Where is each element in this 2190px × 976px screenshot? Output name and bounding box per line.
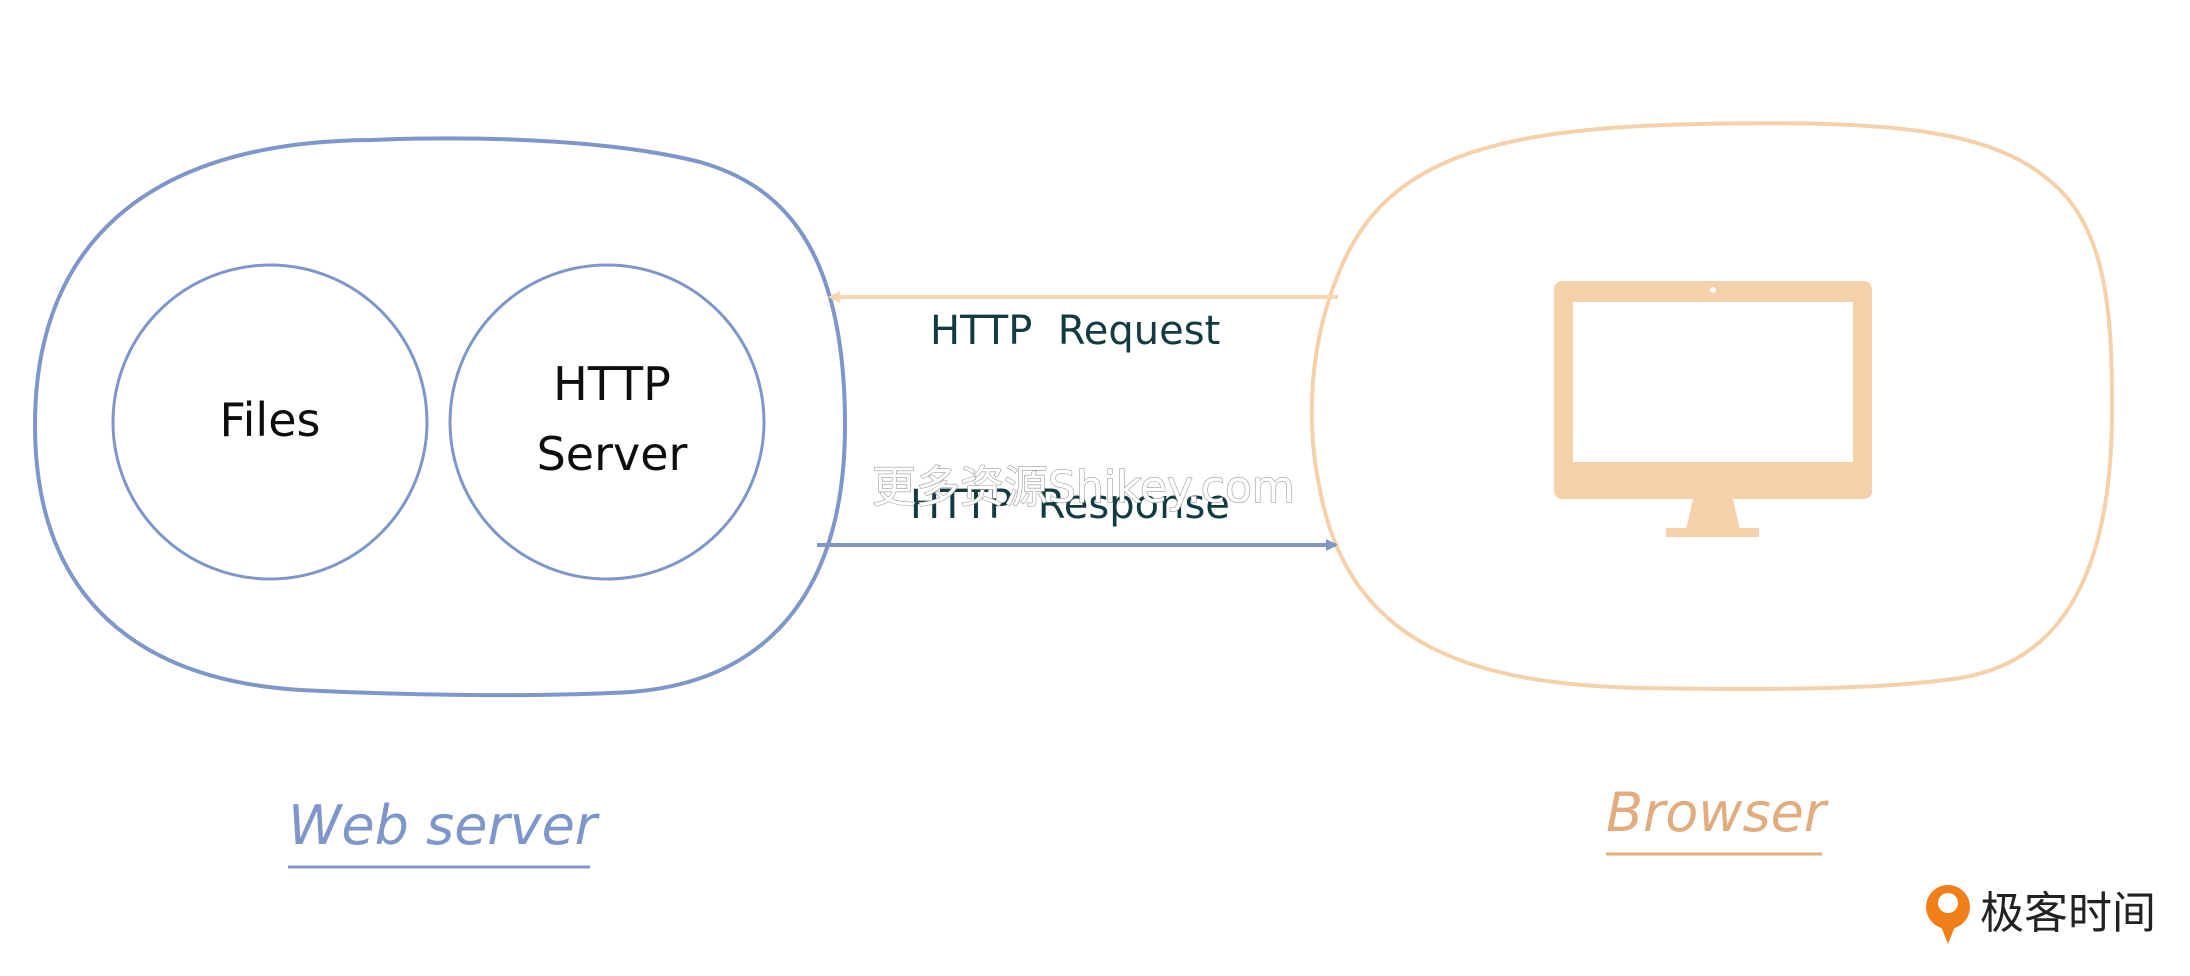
http-server-circle	[448, 263, 766, 581]
browser-caption: Browser	[1606, 781, 1829, 844]
files-circle	[111, 263, 429, 581]
http-server-label-line1: HTTP	[553, 357, 671, 411]
browser-boundary	[1309, 121, 2115, 691]
brand-text: 极客时间	[1980, 888, 2156, 939]
http-server-label-line2: Server	[537, 427, 688, 481]
response-label: HTTP Response	[910, 482, 1230, 528]
request-label: HTTP Request	[930, 308, 1220, 354]
web-server-boundary	[32, 136, 848, 698]
web-server-caption: Web server	[288, 794, 600, 857]
files-label: Files	[220, 393, 321, 447]
monitor-icon	[1554, 281, 1872, 537]
brand-logo: 极客时间	[1926, 885, 2156, 944]
watermark-text: 更多资源Shikey.com	[872, 462, 1295, 513]
